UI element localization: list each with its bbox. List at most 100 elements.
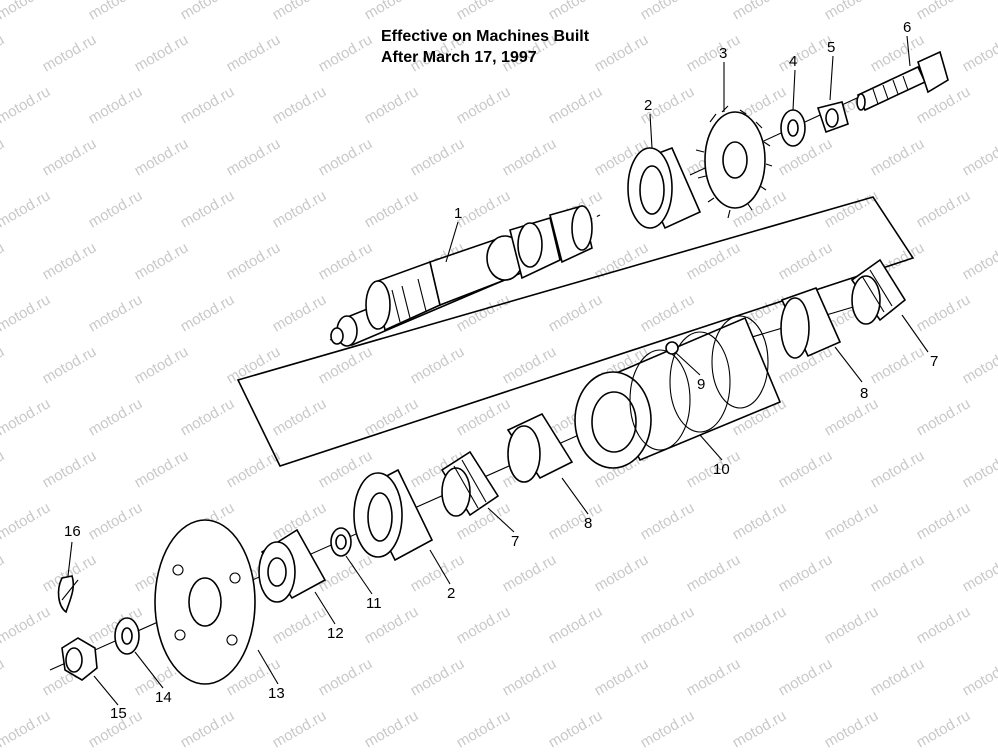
- watermark-text: motod.ru: [0, 291, 53, 335]
- watermark-text: motod.ru: [224, 135, 284, 179]
- watermark-text: motod.ru: [500, 655, 560, 699]
- driven-sprocket-large: [155, 520, 255, 684]
- diagram-title-line1: Effective on Machines Built: [381, 28, 589, 46]
- watermark-text: motod.ru: [960, 135, 998, 179]
- watermark-text: motod.ru: [362, 395, 422, 439]
- watermark-text: motod.ru: [0, 603, 53, 647]
- watermark-text: motod.ru: [86, 0, 146, 23]
- callout-7-right: 7: [930, 353, 938, 370]
- watermark-text: motod.ru: [914, 0, 974, 23]
- watermark-text: motod.ru: [960, 343, 998, 387]
- callout-12: 12: [327, 625, 344, 642]
- callout-4: 4: [789, 53, 797, 70]
- watermark-text: motod.ru: [500, 135, 560, 179]
- watermark-text: motod.ru: [592, 239, 652, 283]
- watermark-text: motod.ru: [132, 135, 192, 179]
- watermark-text: motod.ru: [224, 239, 284, 283]
- watermark-text: motod.ru: [730, 0, 790, 23]
- watermark-text: motod.ru: [868, 447, 928, 491]
- watermark-text: motod.ru: [592, 31, 652, 75]
- washer-sprocket: [115, 618, 139, 654]
- watermark-text: motod.ru: [914, 707, 974, 749]
- callout-2-upper: 2: [644, 97, 652, 114]
- callout-10: 10: [713, 461, 730, 478]
- watermark-text: motod.ru: [132, 343, 192, 387]
- watermark-text: motod.ru: [730, 499, 790, 543]
- callout-14: 14: [155, 689, 172, 706]
- watermark-text: motod.ru: [822, 499, 882, 543]
- watermark-text: motod.ru: [776, 447, 836, 491]
- watermark-text: motod.ru: [638, 499, 698, 543]
- washer-lower: [331, 528, 351, 556]
- watermark-text: motod.ru: [178, 395, 238, 439]
- watermark-text: motod.ru: [592, 655, 652, 699]
- callout-8-left: 8: [584, 515, 592, 532]
- watermark-text: motod.ru: [776, 239, 836, 283]
- watermark-text: motod.ru: [454, 0, 514, 23]
- watermark-text: motod.ru: [960, 551, 998, 595]
- watermark-text: motod.ru: [638, 707, 698, 749]
- callout-1: 1: [454, 205, 462, 222]
- watermark-text: motod.ru: [178, 83, 238, 127]
- watermark-text: motod.ru: [776, 551, 836, 595]
- watermark-text: motod.ru: [86, 499, 146, 543]
- watermark-text: motod.ru: [132, 31, 192, 75]
- washer-upper: [781, 110, 805, 146]
- watermark-text: motod.ru: [960, 655, 998, 699]
- watermark-text: motod.ru: [914, 395, 974, 439]
- watermark-text: motod.ru: [0, 31, 7, 75]
- watermark-text: motod.ru: [638, 603, 698, 647]
- watermark-text: motod.ru: [270, 603, 330, 647]
- callout-5: 5: [827, 39, 835, 56]
- watermark-text: motod.ru: [270, 0, 330, 23]
- watermark-text: motod.ru: [0, 707, 53, 749]
- watermark-text: motod.ru: [0, 655, 7, 699]
- watermark-text: motod.ru: [546, 499, 606, 543]
- watermark-text: motod.ru: [408, 551, 468, 595]
- watermark-text: motod.ru: [914, 499, 974, 543]
- watermark-text: motod.ru: [270, 395, 330, 439]
- watermark-text: motod.ru: [500, 551, 560, 595]
- watermark-text: motod.ru: [960, 447, 998, 491]
- watermark-text: motod.ru: [684, 239, 744, 283]
- watermark-text: motod.ru: [592, 551, 652, 595]
- watermark-text: motod.ru: [86, 187, 146, 231]
- watermark-text: motod.ru: [316, 551, 376, 595]
- watermark-text: motod.ru: [0, 551, 7, 595]
- watermark-text: motod.ru: [868, 135, 928, 179]
- diagram-title-line2: After March 17, 1997: [381, 49, 537, 67]
- lock-tab: [818, 102, 848, 132]
- watermark-text: motod.ru: [408, 135, 468, 179]
- watermark-text: motod.ru: [270, 291, 330, 335]
- watermark-text: motod.ru: [684, 655, 744, 699]
- watermark-text: motod.ru: [408, 655, 468, 699]
- watermark-text: motod.ru: [86, 395, 146, 439]
- callout-3: 3: [719, 45, 727, 62]
- watermark-text: motod.ru: [0, 0, 53, 23]
- watermark-text: motod.ru: [454, 395, 514, 439]
- watermark-text: motod.ru: [316, 239, 376, 283]
- watermark-text: motod.ru: [362, 707, 422, 749]
- watermark-text: motod.ru: [86, 291, 146, 335]
- watermark-text: motod.ru: [270, 707, 330, 749]
- callout-13: 13: [268, 685, 285, 702]
- watermark-text: motod.ru: [0, 447, 7, 491]
- drive-housing: [575, 316, 780, 468]
- cotter-pin: [59, 576, 78, 612]
- watermark-text: motod.ru: [0, 395, 53, 439]
- watermark-text: motod.ru: [454, 707, 514, 749]
- watermark-text: motod.ru: [178, 0, 238, 23]
- watermark-text: motod.ru: [40, 447, 100, 491]
- watermark-text: motod.ru: [546, 291, 606, 335]
- watermark-text: motod.ru: [684, 551, 744, 595]
- watermark-text: motod.ru: [822, 603, 882, 647]
- watermark-text: motod.ru: [546, 707, 606, 749]
- watermark-text: motod.ru: [822, 395, 882, 439]
- watermark-text: motod.ru: [408, 343, 468, 387]
- callout-2-lower: 2: [447, 585, 455, 602]
- watermark-text: motod.ru: [868, 655, 928, 699]
- watermark-text: motod.ru: [960, 239, 998, 283]
- callout-7-left: 7: [511, 533, 519, 550]
- watermark-text: motod.ru: [638, 291, 698, 335]
